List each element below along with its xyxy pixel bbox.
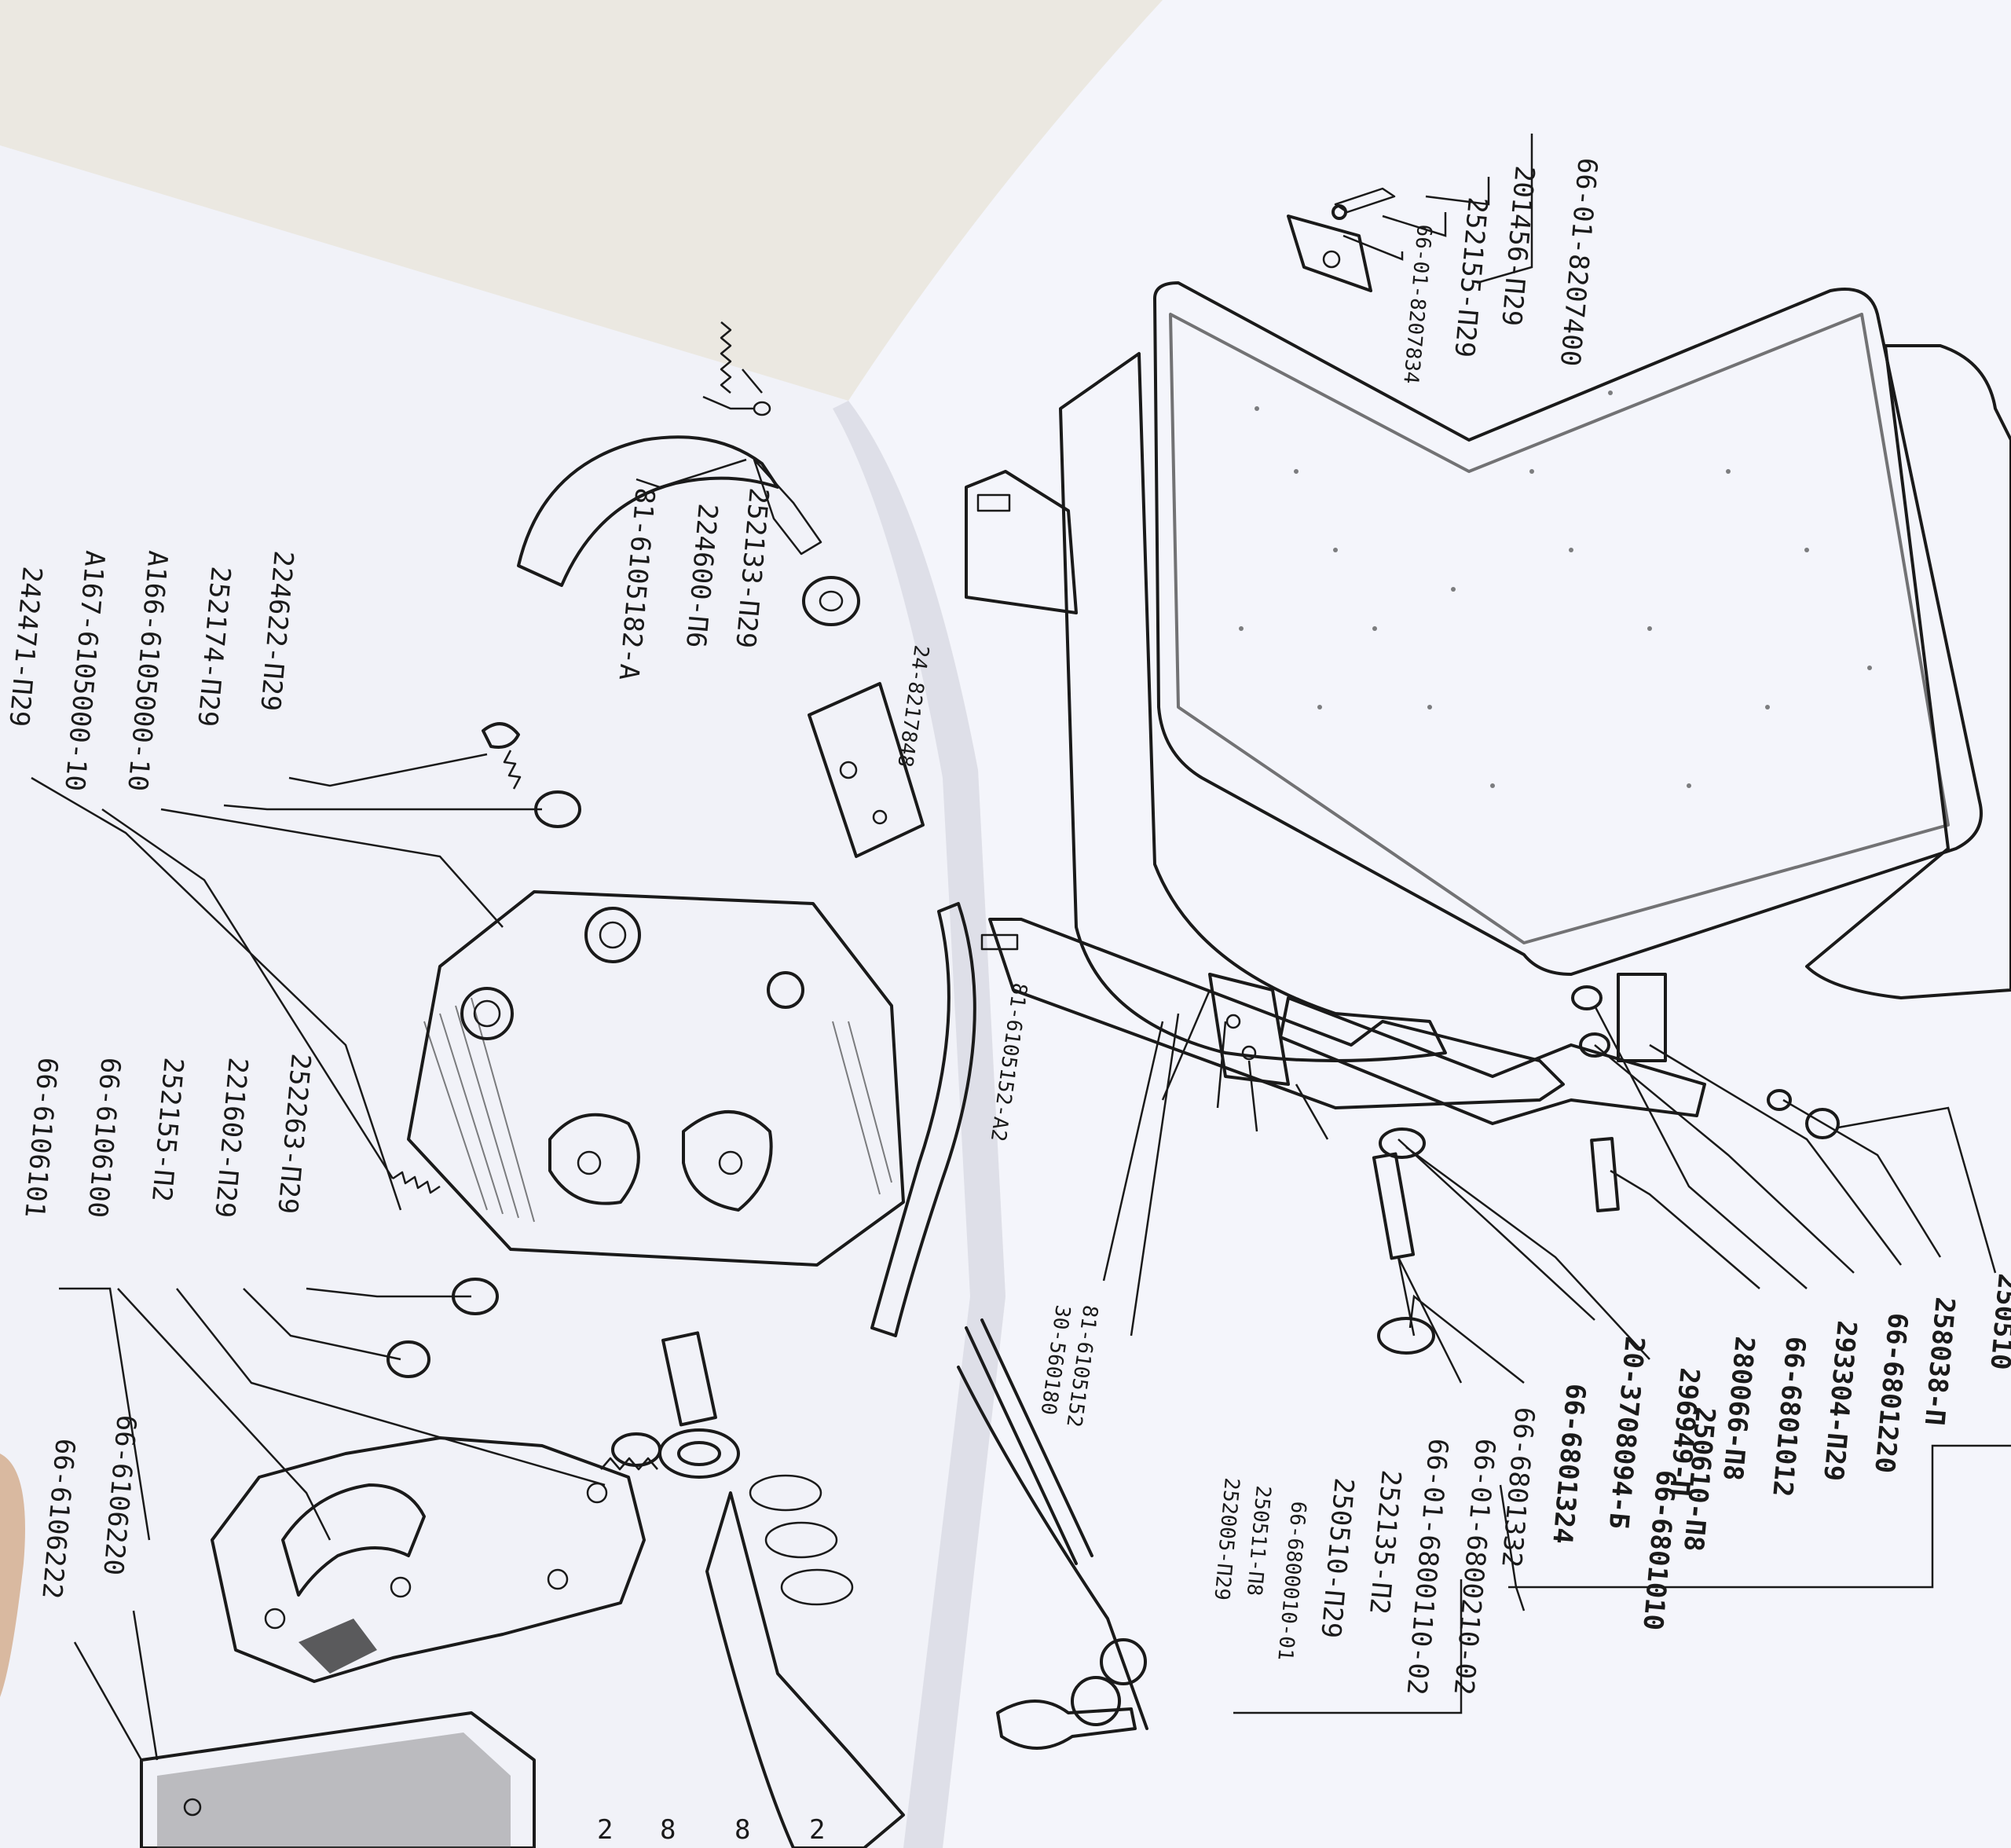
book-spine [833, 401, 1006, 1848]
right-illustration [957, 187, 2011, 1730]
svg-text:2: 2 [809, 1814, 825, 1846]
thumb [0, 1454, 25, 1697]
left-leader-lines [31, 368, 763, 1761]
left-page [0, 145, 1006, 1848]
svg-text:8: 8 [734, 1814, 750, 1846]
cut-labels: 2 8 8 2 [597, 1814, 825, 1846]
svg-text:2: 2 [597, 1814, 613, 1846]
right-leader-lines [1102, 134, 2011, 1714]
right-page [848, 0, 2011, 1848]
svg-text:8: 8 [660, 1814, 676, 1846]
left-illustration [140, 321, 1147, 1848]
